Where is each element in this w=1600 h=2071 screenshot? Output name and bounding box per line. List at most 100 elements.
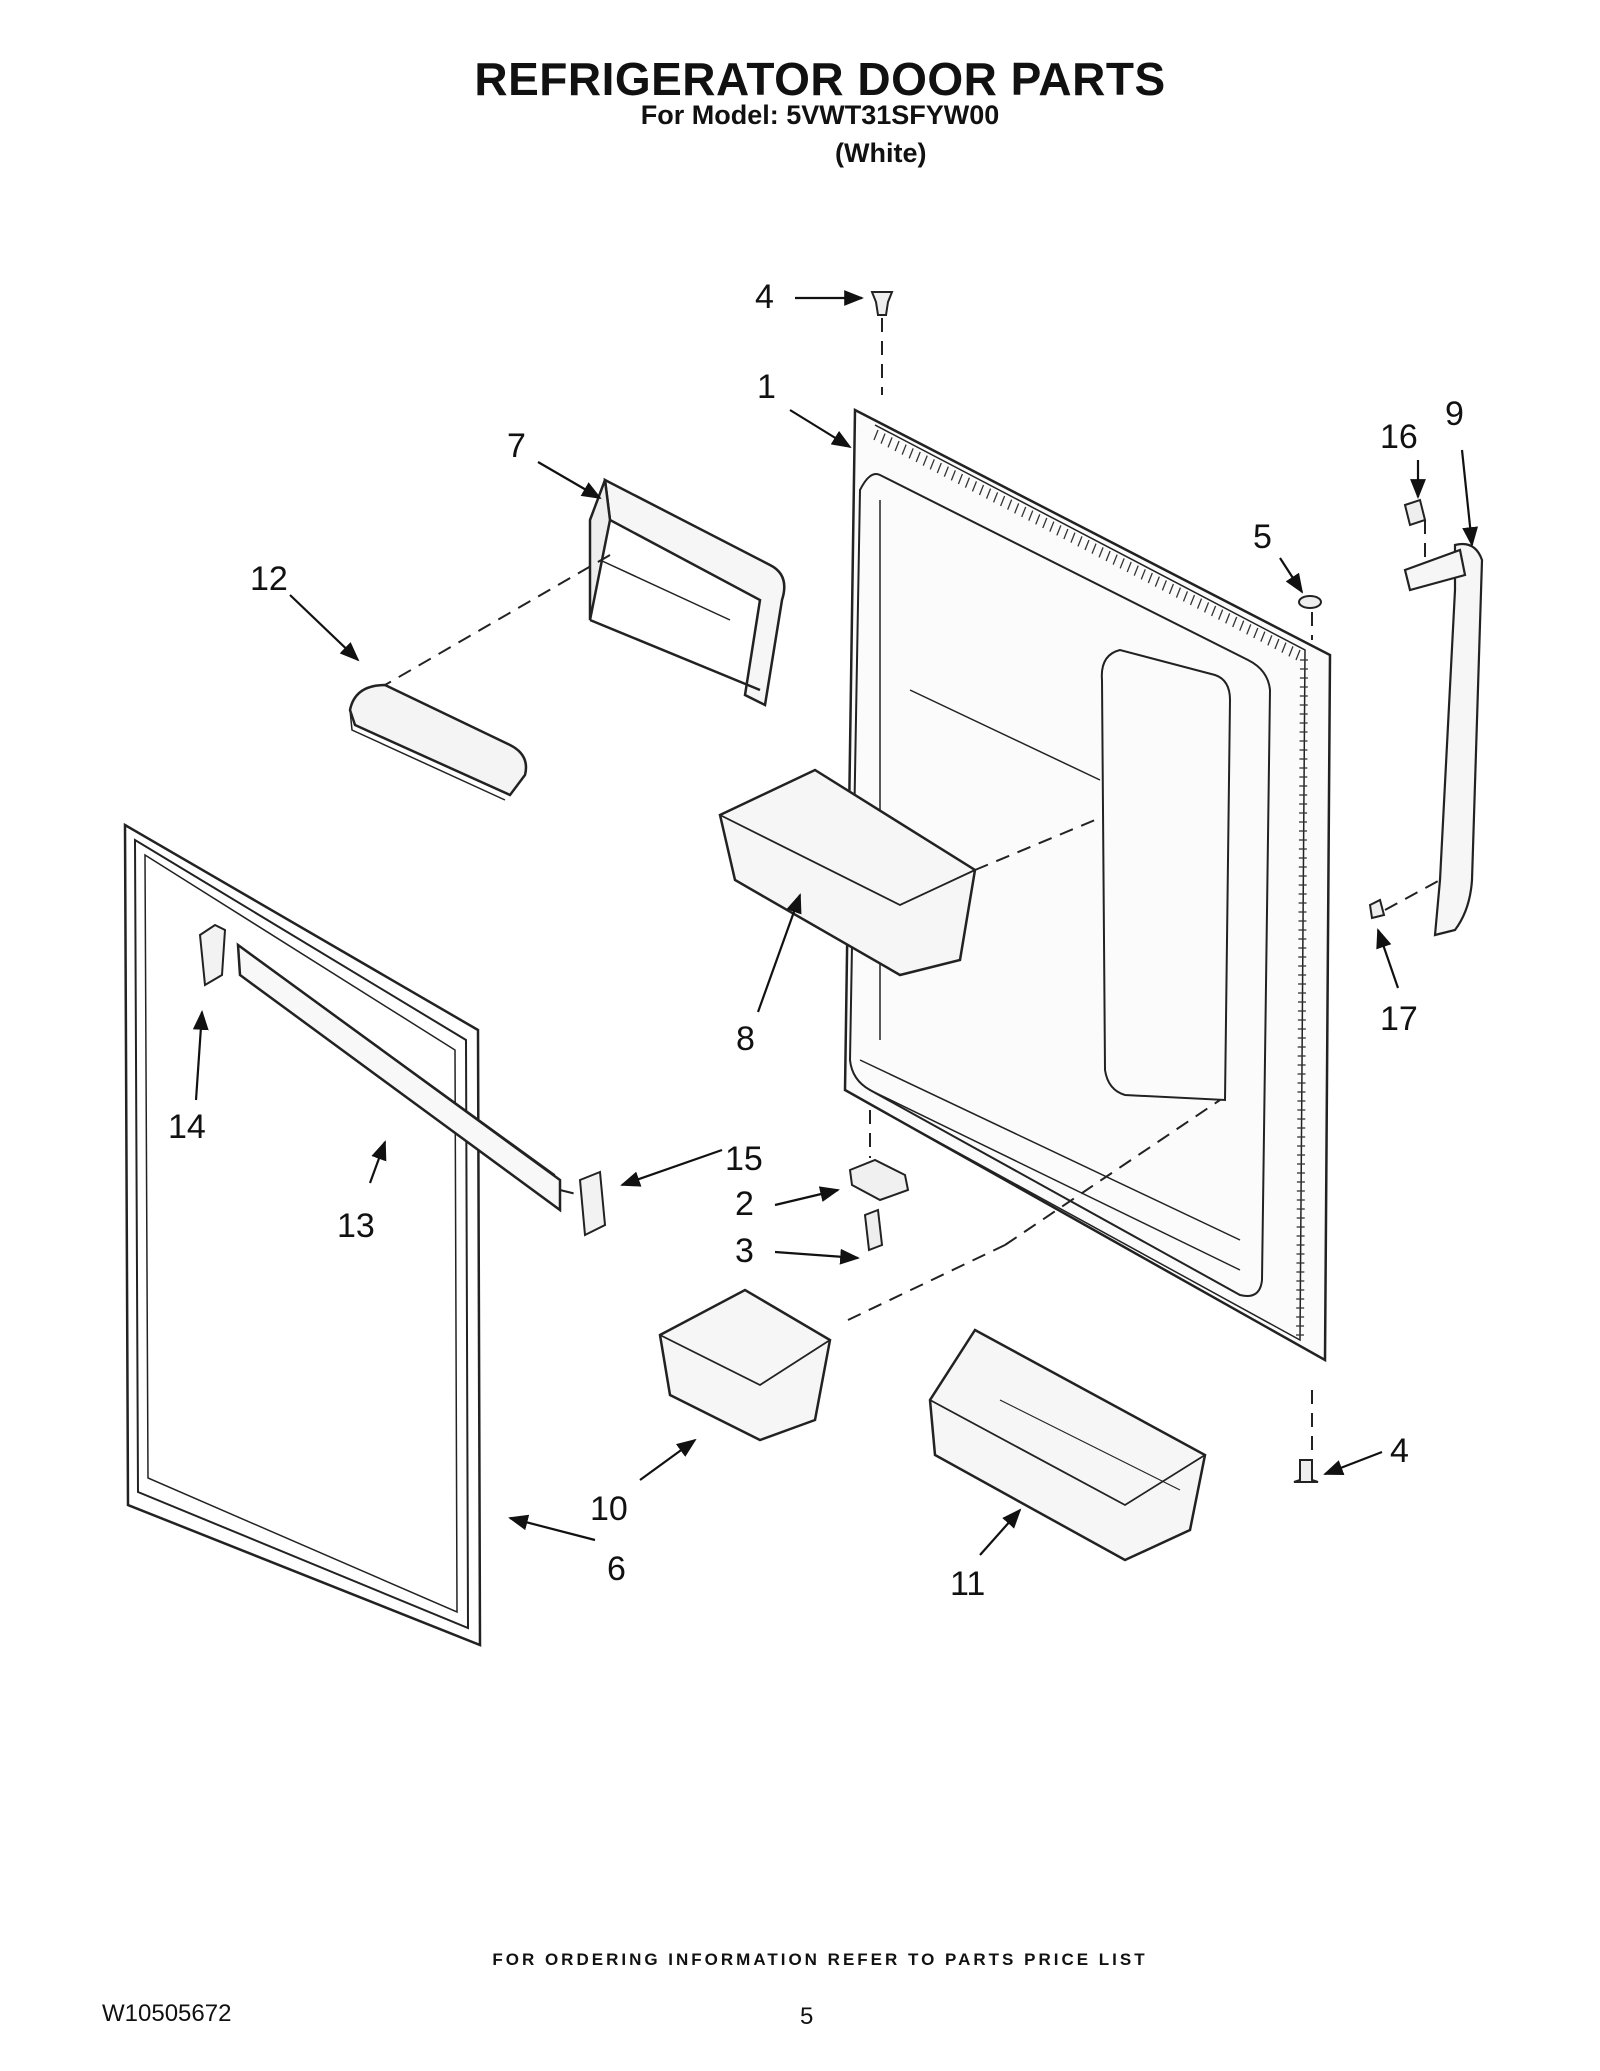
lower-hinge [848,1158,910,1202]
gasket-hatch-mark [992,492,999,503]
gasket-hatch-mark [915,451,921,463]
gasket-hatch-mark [950,470,956,481]
callout-6: 6 [607,1550,626,1588]
callout-7: 7 [507,427,526,465]
callout-14: 14 [168,1108,206,1146]
callout-2: 2 [735,1185,754,1223]
gasket-hatch-mark [1049,521,1055,532]
color-line: (White) [835,138,927,168]
gasket-hatch-mark [908,448,914,459]
gasket-hatch-mark [1210,605,1217,617]
dairy-bin [588,477,786,707]
gasket-hatch-mark [901,444,907,455]
gasket-hatch-mark [978,484,985,496]
gasket-hatch-mark [1133,565,1139,576]
gasket-hatch-mark [943,466,949,477]
door-shelf-bin [718,768,977,977]
callout-11: 11 [950,1565,985,1603]
gasket-hatch-mark [985,488,992,499]
callout-16: 16 [1380,418,1418,456]
gasket-hatch-mark [1056,525,1062,536]
callout-4-bottom: 4 [1390,1432,1409,1470]
gasket-hatch-mark [1154,576,1160,587]
gasket-hatch-mark [1175,587,1182,598]
callout-4-top: 4 [755,278,774,316]
gasket-hatch-mark [999,495,1006,507]
callout-17: 17 [1380,1000,1418,1038]
callout-8: 8 [736,1020,755,1058]
gasket-hatch-mark [1147,572,1153,584]
gasket-hatch-mark [1168,583,1175,595]
gasket-hatch-mark [1084,539,1090,551]
gasket-hatch-mark [1105,550,1111,562]
gasket-hatch-mark [1091,543,1097,554]
hinge-screw [863,1208,884,1252]
assembly-lines [384,318,1441,1455]
gasket-hatch-mark [957,473,964,485]
gasket-hatch-mark [971,481,978,492]
gasket-hatch-mark [1007,499,1013,510]
callout-3: 3 [735,1232,754,1270]
gasket-hatch-mark [1267,635,1273,646]
dairy-door [348,683,528,801]
door-liner [843,407,1332,1363]
document-number: W10505672 [102,2000,232,2027]
door-gasket [123,822,482,1647]
hole-plug [1298,595,1322,609]
gasket-hatch-mark [1140,569,1146,580]
gasket-hatch-mark [1035,514,1041,525]
gasket-hatch-mark [1119,558,1125,569]
gasket-hatch-mark [880,433,886,444]
gasket-hatch-mark [1225,613,1231,624]
gasket-hatch-mark [1239,620,1245,631]
door-handle [1403,542,1484,937]
gasket-hatch-mark [1288,646,1294,657]
callout-15: 15 [725,1140,763,1178]
page-title: REFRIGERATOR DOOR PARTS [474,53,1166,105]
gasket-hatch-mark [1098,547,1104,558]
callout-10: 10 [590,1490,628,1528]
gasket-hatch-mark [1014,503,1020,514]
callout-13: 13 [337,1207,375,1245]
small-door-bin [658,1288,832,1442]
gasket-hatch-mark [1077,536,1083,547]
rail-end-cap-right [578,1170,607,1237]
handle-screw [1368,498,1427,920]
page-number: 5 [800,2003,814,2030]
gasket-hatch-mark [1232,616,1238,628]
gasket-hatch-mark [936,462,942,474]
callout-5: 5 [1253,518,1272,556]
gasket-hatch-mark [1218,609,1224,620]
gasket-hatch-mark [1203,602,1210,613]
gasket-hatch-mark [1189,594,1196,606]
callout-labels: 1 2 3 4 4 5 6 7 8 9 10 11 12 13 14 15 16… [168,278,1464,1603]
gasket-hatch-mark [1063,528,1069,540]
gasket-hatch-mark [1182,591,1189,602]
callout-12: 12 [250,560,288,598]
gasket-hatch-mark [1042,517,1048,529]
gasket-hatch-mark [1281,642,1287,653]
callout-leaders [192,290,1479,1556]
callout-9: 9 [1445,395,1464,433]
gasket-hatch-mark [1126,561,1132,573]
rail-end-cap-left [198,923,227,987]
gasket-hatch-mark [1253,627,1259,639]
gasket-hatch-mark [1161,580,1167,591]
gasket-hatch-mark [887,437,893,448]
gasket-hatch-mark [929,459,935,470]
gasket-hatch-mark [1070,532,1076,543]
gasket-hatch-mark [1112,554,1118,565]
shelf-rail [236,942,562,1213]
liner-gasket-hatch [873,429,1308,1336]
gasket-hatch-mark [922,455,928,466]
gasket-hatch-mark [964,477,971,488]
snack-bin [928,1328,1207,1562]
gasket-hatch-mark [873,429,879,441]
gasket-hatch-mark [1021,506,1027,518]
gasket-hatch-mark [1260,631,1266,642]
hinge-pin-bottom [1293,1459,1319,1483]
ordering-note: FOR ORDERING INFORMATION REFER TO PARTS … [492,1950,1148,1969]
gasket-hatch-mark [1274,638,1280,650]
hinge-pin-top [870,291,894,316]
